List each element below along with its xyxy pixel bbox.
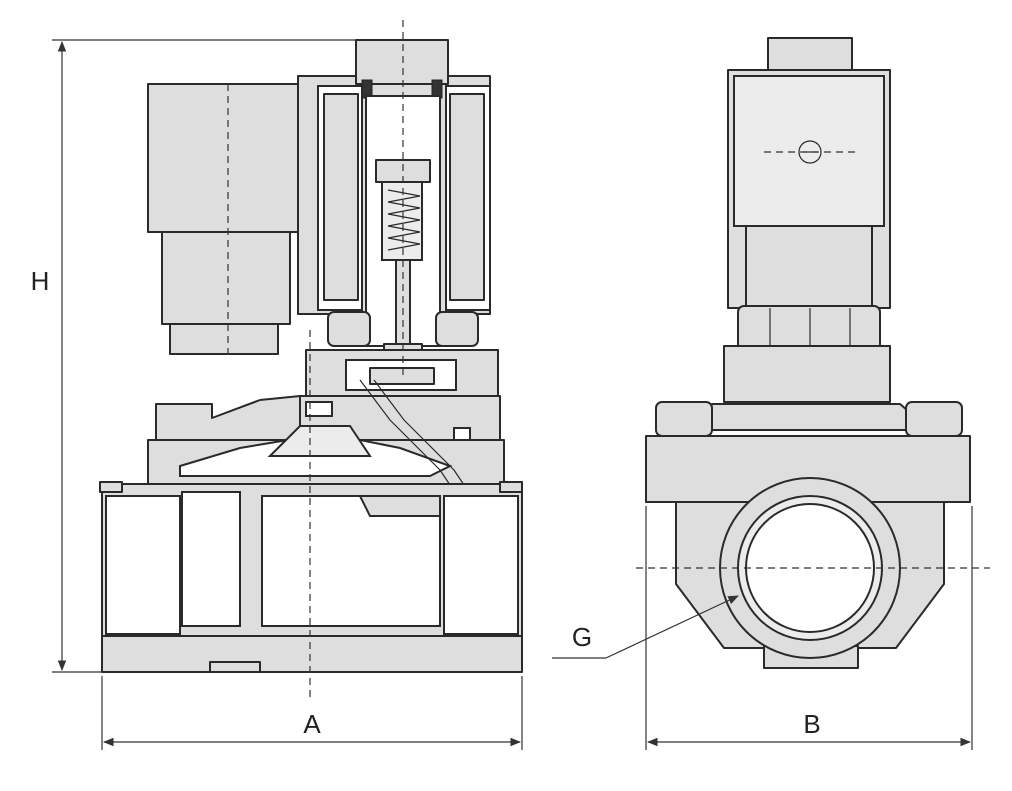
side-port-body xyxy=(675,477,945,669)
dimension-a-label: A xyxy=(303,709,321,739)
retainer-nut xyxy=(327,311,479,347)
side-view xyxy=(636,37,990,669)
top-nut xyxy=(355,39,449,99)
dimension-b-label: B xyxy=(803,709,820,739)
valve-body xyxy=(99,481,523,673)
plunger-spring xyxy=(387,189,421,251)
diaphragm-cover xyxy=(147,379,505,501)
coil-connector-box xyxy=(147,83,301,355)
dimension-h-label: H xyxy=(31,266,50,296)
dimension-a: A xyxy=(101,676,523,750)
dimension-g: G xyxy=(552,595,739,659)
dimension-h: H xyxy=(31,39,356,673)
section-view xyxy=(99,20,523,700)
side-coil xyxy=(727,37,891,309)
side-hex-nut xyxy=(737,305,881,351)
dimension-b: B xyxy=(645,506,973,750)
dimension-g-label: G xyxy=(572,622,592,652)
